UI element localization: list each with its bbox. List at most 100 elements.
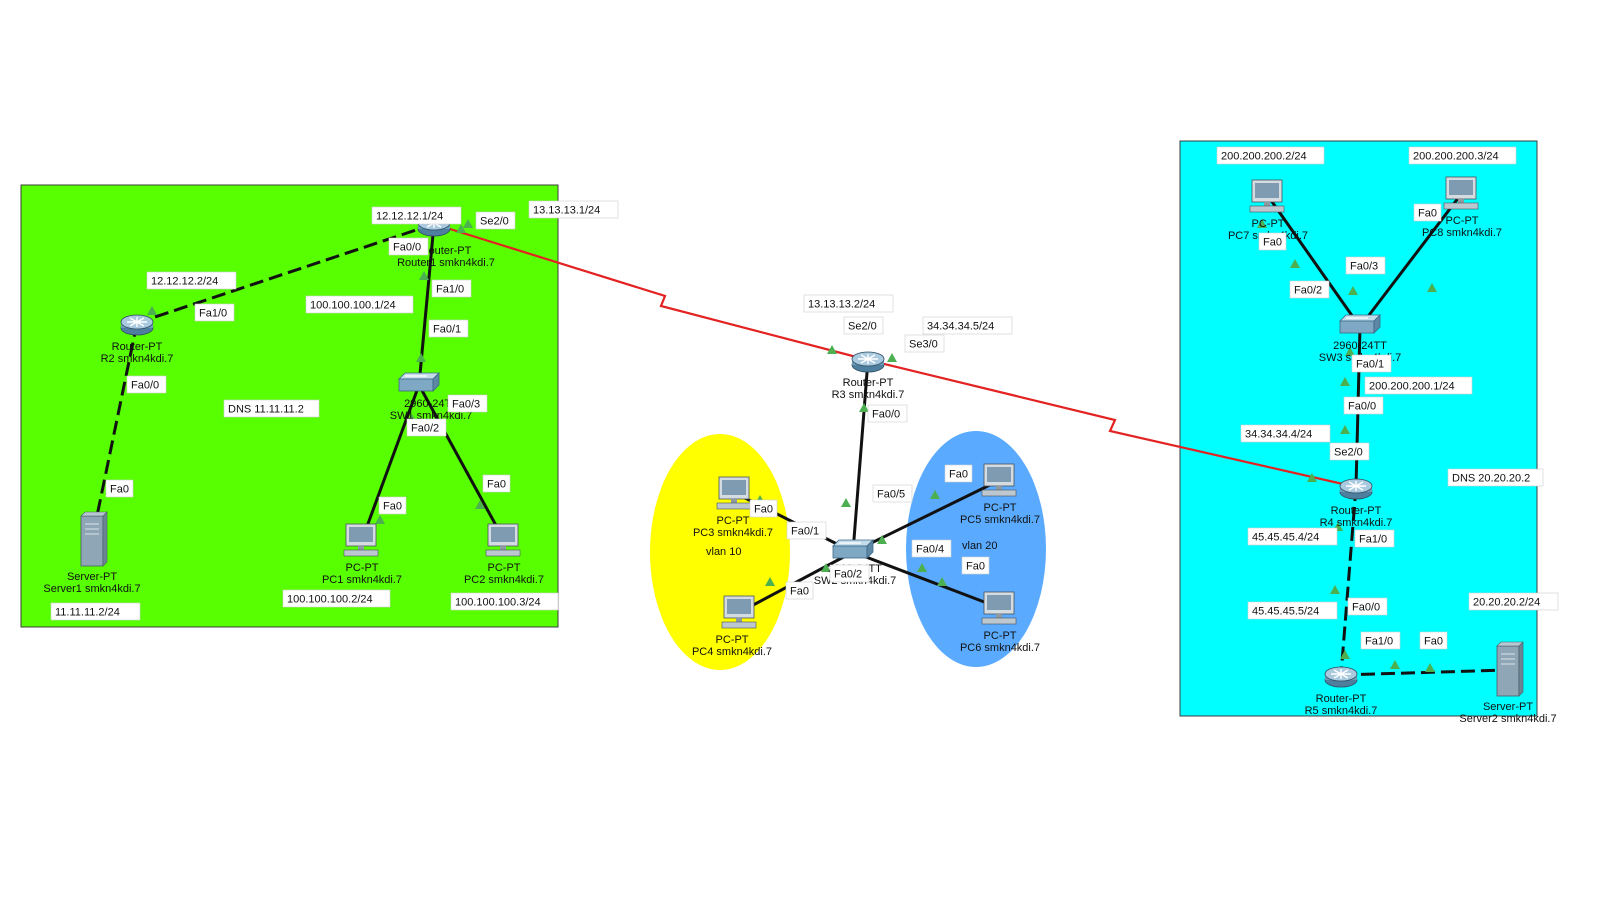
svg-text:Fa0/1: Fa0/1 [1356, 359, 1384, 371]
area-vlan10 [650, 434, 790, 670]
device-type-label: 2960-24TT [404, 398, 458, 410]
svg-text:Fa0/0: Fa0/0 [131, 380, 159, 392]
pc-icon [721, 595, 757, 629]
svg-text:11.11.11.2/24: 11.11.11.2/24 [55, 607, 120, 619]
ip-address-label: 200.200.200.2/24 [1216, 146, 1325, 165]
port-label: Fa1/0 [1354, 529, 1395, 548]
port-label: Fa0/5 [872, 484, 913, 503]
svg-text:Fa0: Fa0 [383, 501, 402, 513]
device-name-label: PC4 smkn4kdi.7 [692, 646, 772, 658]
ip-address-label: 34.34.34.4/24 [1240, 424, 1331, 443]
pc-icon [1249, 179, 1285, 213]
port-label: Fa0 [785, 581, 814, 600]
ip-address-label: 200.200.200.3/24 [1408, 146, 1517, 165]
ip-address-label: 45.45.45.4/24 [1247, 527, 1338, 546]
port-marker [416, 353, 426, 362]
port-marker [1340, 377, 1350, 386]
port-label: Fa0/2 [406, 418, 447, 437]
port-label: Fa0 [944, 464, 973, 483]
device-name-label: PC1 smkn4kdi.7 [322, 574, 402, 586]
pc-icon [981, 591, 1017, 625]
svg-text:Fa0/3: Fa0/3 [1350, 261, 1378, 273]
port-label: Fa0 [378, 496, 407, 515]
port-label: Fa0/0 [1343, 396, 1384, 415]
svg-text:Fa0/0: Fa0/0 [1348, 401, 1376, 413]
port-label: Fa0/3 [1345, 256, 1386, 275]
device-name-label: Server2 smkn4kdi.7 [1459, 713, 1556, 725]
ip-address-label: 11.11.11.2/24 [50, 602, 141, 621]
port-marker [887, 353, 897, 362]
svg-text:100.100.100.3/24: 100.100.100.3/24 [455, 597, 541, 609]
svg-text:13.13.13.1/24: 13.13.13.1/24 [533, 205, 600, 217]
device-name-label: R3 smkn4kdi.7 [832, 389, 905, 401]
device-type-label: PC-PT [488, 562, 521, 574]
link-r4-r5 [1339, 486, 1358, 676]
svg-text:Se2/0: Se2/0 [480, 216, 509, 228]
device-name-label: PC2 smkn4kdi.7 [464, 574, 544, 586]
router-icon [1339, 478, 1373, 500]
device-name-label: R5 smkn4kdi.7 [1305, 705, 1378, 717]
svg-text:100.100.100.1/24: 100.100.100.1/24 [310, 300, 396, 312]
device-type-label: Router-PT [843, 377, 894, 389]
ip-address-label: 34.34.34.5/24 [922, 316, 1013, 335]
server-icon [80, 511, 108, 567]
port-label: Fa1/0 [1360, 631, 1401, 650]
svg-text:Fa0: Fa0 [790, 586, 809, 598]
port-label: Se2/0 [475, 211, 516, 230]
device-type-label: PC-PT [717, 515, 750, 527]
port-label: Fa0 [1419, 631, 1448, 650]
switch-icon [1339, 314, 1381, 334]
ip-address-label: 12.12.12.1/24 [371, 206, 462, 225]
link-sw1-pc1 [360, 384, 421, 541]
svg-text:Fa1/0: Fa1/0 [199, 308, 227, 320]
device-type-label: PC-PT [1446, 215, 1479, 227]
switch-icon [398, 372, 440, 392]
svg-text:Se2/0: Se2/0 [1334, 447, 1363, 459]
ip-address-label: 100.100.100.1/24 [305, 295, 414, 314]
link-sw3-pc7 [1266, 195, 1362, 328]
pc-icon [981, 463, 1017, 497]
svg-text:Fa1/0: Fa1/0 [1359, 534, 1387, 546]
link-r5-server2 [1340, 668, 1509, 677]
ip-address-label: 20.20.20.2/24 [1468, 592, 1559, 611]
svg-text:Se2/0: Se2/0 [848, 321, 877, 333]
port-marker [1257, 219, 1267, 228]
port-marker [456, 224, 466, 233]
port-label: Fa0/2 [1289, 280, 1330, 299]
port-marker [930, 490, 940, 499]
device-name-label: PC8 smkn4kdi.7 [1422, 227, 1502, 239]
port-label: Fa0 [105, 479, 134, 498]
svg-text:12.12.12.2/24: 12.12.12.2/24 [151, 276, 218, 288]
port-marker [827, 345, 837, 354]
link-sw3-pc8 [1358, 192, 1464, 328]
port-label: Se3/0 [904, 334, 945, 353]
port-labels: Se2/0Fa0/0Fa1/0Fa1/0Fa0/0Fa0/1Fa0/3Fa0/2… [105, 203, 1448, 650]
link-sw1-pc2 [417, 384, 506, 541]
svg-text:34.34.34.4/24: 34.34.34.4/24 [1245, 429, 1312, 441]
port-marker [1345, 347, 1355, 356]
port-marker [1340, 425, 1350, 434]
svg-text:Fa0/2: Fa0/2 [834, 569, 862, 581]
port-marker [1330, 585, 1340, 594]
ip-address-label: 100.100.100.3/24 [450, 592, 559, 611]
svg-text:Fa0: Fa0 [487, 479, 506, 491]
link-r1-r2 [136, 222, 435, 325]
port-label: Fa0/3 [447, 394, 488, 413]
port-label: Fa0/1 [786, 521, 827, 540]
pc-icon [485, 523, 521, 557]
